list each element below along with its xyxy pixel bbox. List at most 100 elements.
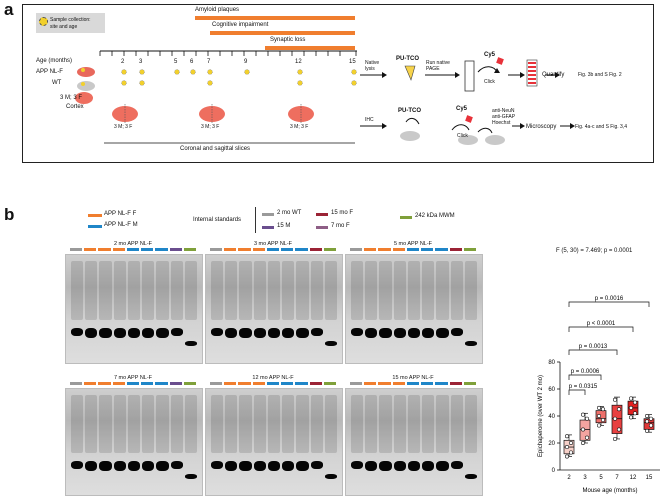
lane-smear <box>310 395 323 454</box>
pu-tco-label: PU-TCO <box>396 56 419 62</box>
significance-bracket <box>568 389 586 395</box>
y-axis-label: Epichaperome (over WT 2 mo) <box>538 375 544 457</box>
lane-color-marker <box>435 382 448 385</box>
synaptic-label: Synaptic loss <box>270 37 306 43</box>
lane-color-marker <box>323 382 336 385</box>
protein-band <box>184 473 197 479</box>
lane-smear <box>225 395 238 454</box>
genotype-wt: WT <box>52 80 62 86</box>
significance-bracket <box>568 326 634 332</box>
lane-smear <box>127 395 141 454</box>
cognitive-label: Cognitive impairment <box>212 22 269 28</box>
lane-smear <box>253 395 266 454</box>
protein-band <box>464 341 477 347</box>
protein-band <box>267 461 281 472</box>
protein-band <box>156 328 169 339</box>
protein-band <box>324 341 337 347</box>
lane-color-marker <box>350 382 363 385</box>
protein-band <box>253 328 266 339</box>
lane-smear <box>156 261 169 321</box>
protein-band <box>239 328 252 339</box>
protein-band <box>156 461 169 472</box>
protein-band <box>127 328 141 339</box>
cortex-label: Cortex <box>66 104 84 110</box>
blot-image <box>205 254 343 364</box>
panel-b-letter: b <box>4 205 15 224</box>
y-tick-label: 60 <box>548 387 555 393</box>
lane-smear <box>393 261 406 321</box>
lane-smear <box>85 261 98 321</box>
std-2mo-wt: 2 mo WT <box>277 210 302 216</box>
protein-band <box>71 461 84 470</box>
lane-smear <box>142 395 155 454</box>
lane-color-marker <box>421 248 434 251</box>
protein-band <box>422 328 435 339</box>
std-15mo-f: 15 mo F <box>331 210 354 216</box>
data-point <box>597 405 602 410</box>
age-15: 15 <box>349 59 356 65</box>
protein-band <box>71 328 84 337</box>
lane-color-marker <box>224 382 237 385</box>
lane-color-marker <box>169 248 182 251</box>
data-point <box>601 418 606 423</box>
p-value-label: p = 0.0315 <box>569 384 598 390</box>
brain-label-1: 3 M; 3 F <box>114 124 133 130</box>
protein-band <box>211 461 224 470</box>
click-label: Click <box>484 79 495 85</box>
lane-smear <box>464 261 477 321</box>
lane-smear <box>351 261 364 321</box>
panel-a-letter: a <box>4 0 14 19</box>
data-point <box>629 405 634 410</box>
protein-band <box>170 461 183 470</box>
blot-title: 3 mo APP NL-F <box>253 241 293 247</box>
cy5-label: Cy5 <box>484 52 496 58</box>
mwm-label: 242 kDa MWM <box>415 213 455 219</box>
data-point <box>585 416 590 421</box>
box-iqr <box>611 404 623 434</box>
significance-bracket <box>568 301 650 307</box>
lane-color-marker <box>350 248 363 251</box>
lane-smear <box>127 261 141 321</box>
lane-smear <box>211 261 224 321</box>
lane-color-marker <box>364 248 377 251</box>
protein-band <box>422 461 435 472</box>
lane-smear <box>422 395 435 454</box>
age-7: 7 <box>207 59 211 65</box>
protein-band <box>170 328 183 337</box>
lane-color-marker <box>406 382 420 385</box>
lane-smear <box>365 395 378 454</box>
lane-color-marker <box>421 382 434 385</box>
lane-smear <box>450 395 463 454</box>
data-point <box>580 412 585 417</box>
lane-color-marker <box>463 248 476 251</box>
x-tick-label: 2 <box>567 475 571 481</box>
lane-smear <box>85 395 98 454</box>
data-point <box>564 434 569 439</box>
protein-band <box>379 461 392 472</box>
lane-smear <box>422 261 435 321</box>
data-point <box>613 436 618 441</box>
protein-band <box>282 461 295 472</box>
lane-smear <box>267 261 281 321</box>
protein-band <box>225 461 238 472</box>
data-point <box>617 427 622 432</box>
data-point <box>601 407 606 412</box>
protein-band <box>324 473 337 479</box>
data-point <box>649 416 654 421</box>
protein-band <box>450 461 463 470</box>
protein-band <box>450 328 463 337</box>
protein-band <box>239 461 252 472</box>
lane-color-marker <box>392 248 405 251</box>
protein-band <box>407 328 421 339</box>
data-point <box>629 396 634 401</box>
lane-color-marker <box>98 382 111 385</box>
lane-color-marker <box>281 248 294 251</box>
lane-color-marker <box>141 248 154 251</box>
timeline-svg <box>75 50 575 145</box>
lane-color-marker <box>238 382 251 385</box>
lane-smear <box>71 261 84 321</box>
protein-band <box>211 328 224 337</box>
lane-color-marker <box>141 382 154 385</box>
lane-smear <box>282 395 295 454</box>
